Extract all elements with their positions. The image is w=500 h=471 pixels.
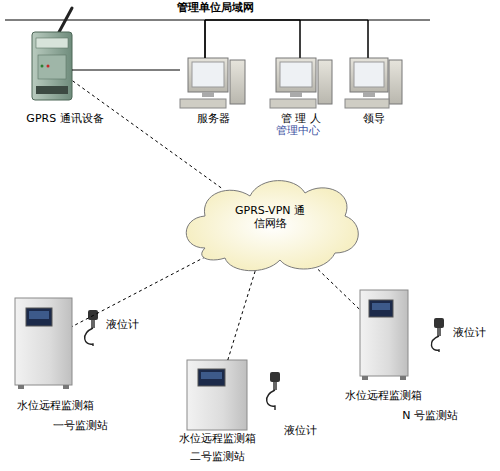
gprs-device-box: GPRS 通讯设备 <box>32 32 72 100</box>
network-title: 管理单位局域网 <box>160 1 270 14</box>
wireless-link <box>72 80 221 187</box>
monitor-cabinet <box>15 298 72 389</box>
wireless-link <box>309 261 360 310</box>
manager-computer <box>270 20 332 108</box>
station-box: 水位远程监测箱二号监测站 <box>187 360 247 430</box>
node-sublabel: 一号监测站 <box>50 419 110 432</box>
node-label: GPRS-VPN 通信网络 <box>235 204 305 230</box>
lan-bus <box>5 20 430 21</box>
level-sensor <box>85 310 98 346</box>
node-label: 领导 <box>334 112 414 125</box>
wireless-link <box>72 254 211 327</box>
group-label: 管理中心 <box>268 124 328 137</box>
node-sublabel: N 号监测站 <box>400 409 460 422</box>
station-box: 水位远程监测箱一号监测站 <box>15 298 72 385</box>
gprs-device <box>32 8 72 100</box>
cable-link <box>72 70 180 71</box>
sensor-box: 液位计 <box>84 310 102 346</box>
node-label: 水位远程监测箱 <box>333 389 433 402</box>
computer-box: 服务器 <box>180 58 246 110</box>
sensor-box: 液位计 <box>431 318 447 352</box>
monitor-cabinet <box>187 360 247 430</box>
wireless-link <box>228 265 257 360</box>
cable-link <box>205 20 300 58</box>
node-label: GPRS 通讯设备 <box>20 112 110 125</box>
node-sublabel: 二号监测站 <box>185 450 249 463</box>
node-label: 管 理 人 <box>261 112 341 125</box>
station-box: 水位远程监测箱N 号监测站 <box>360 290 408 376</box>
computer-box: 管 理 人 <box>270 58 332 110</box>
node-label: 水位远程监测箱 <box>5 399 105 412</box>
sensor-box: 液位计 <box>266 372 284 410</box>
leader-computer <box>345 20 402 108</box>
monitor-cabinet <box>360 290 408 380</box>
level-sensor <box>431 318 444 352</box>
node-label: 液位计 <box>453 326 493 339</box>
server-computer <box>180 20 245 108</box>
node-label: 液位计 <box>106 318 146 331</box>
computer-box: 领导 <box>345 58 403 110</box>
level-sensor <box>267 372 280 410</box>
network-cloud: GPRS-VPN 通信网络 <box>175 168 365 278</box>
cable-link <box>205 20 368 58</box>
node-label: 服务器 <box>173 112 253 125</box>
node-label: 液位计 <box>284 424 324 437</box>
node-label: 水位远程监测箱 <box>165 432 269 445</box>
